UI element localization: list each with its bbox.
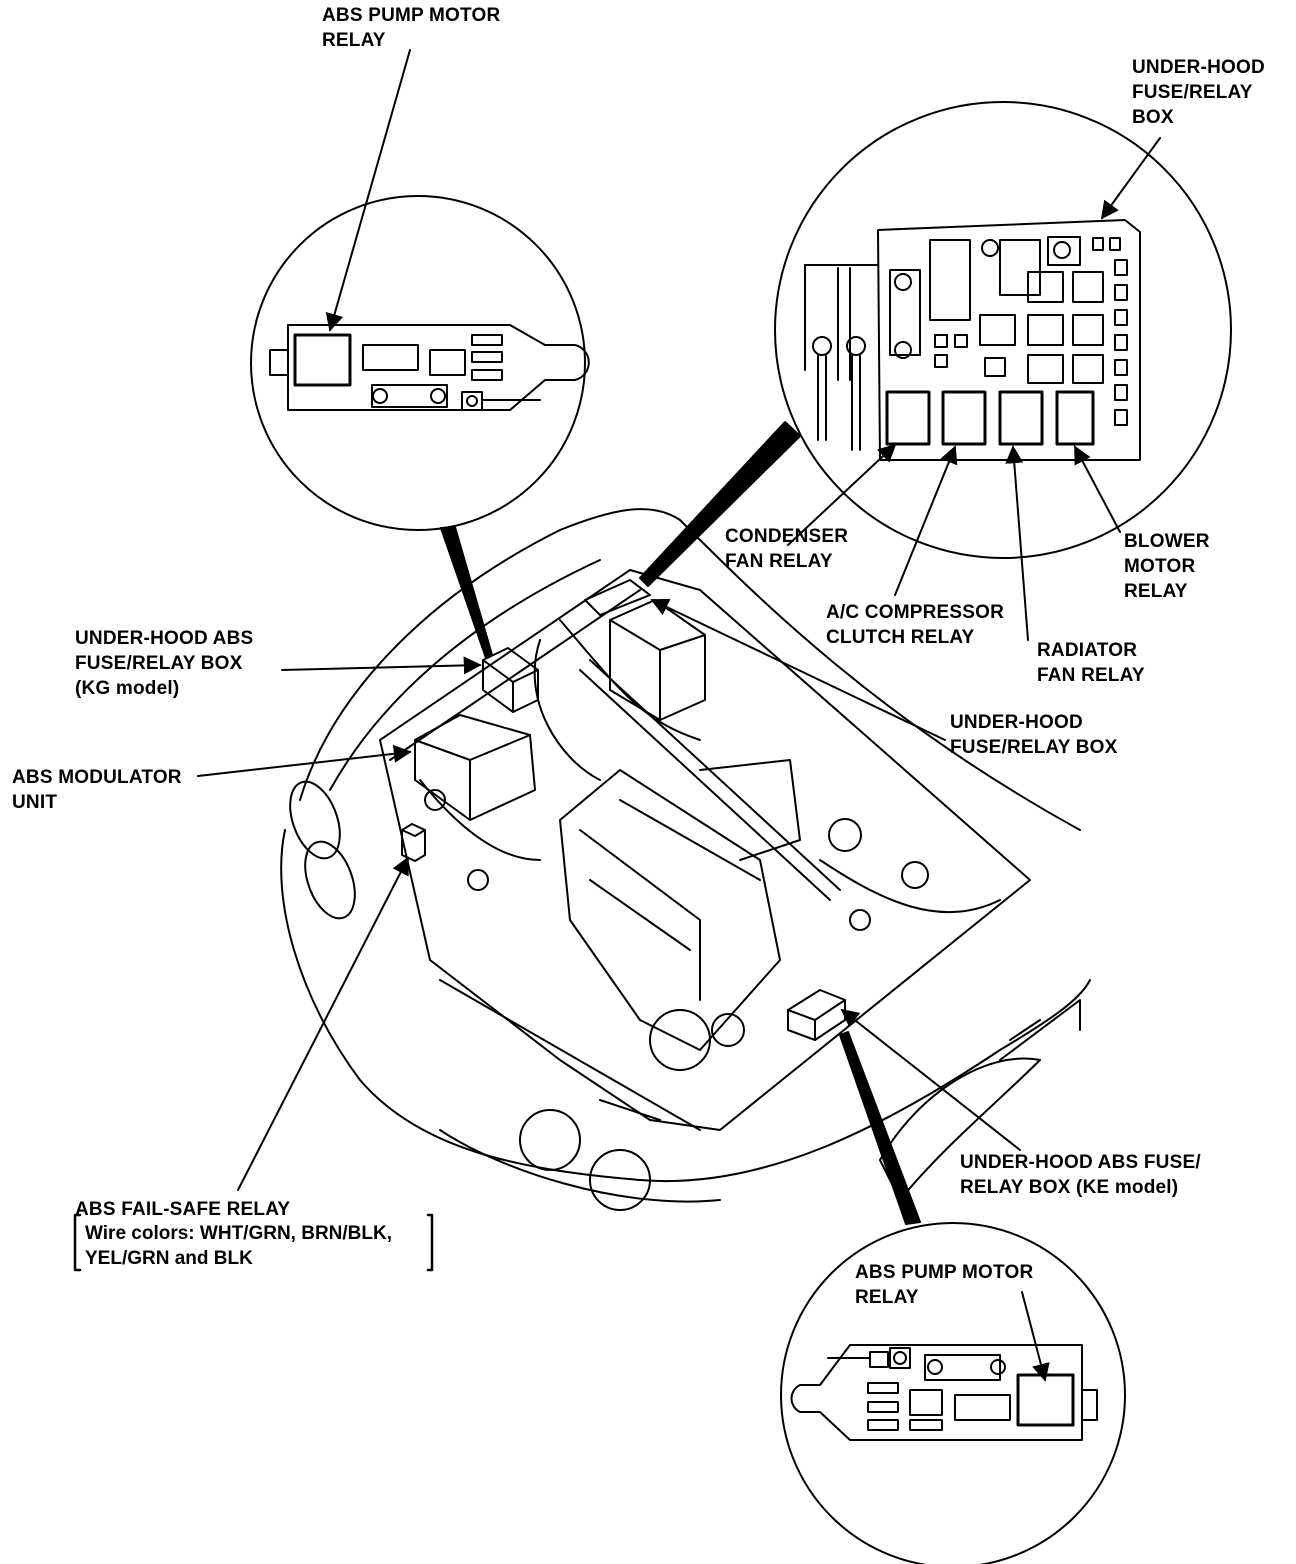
arrow-blower-motor-relay bbox=[1074, 445, 1121, 533]
inset-under-hood-fuse-relay-box bbox=[774, 101, 1232, 559]
abs-modulator-unit-shape bbox=[414, 714, 536, 821]
arrow-abs-fuse-relay-box-ke bbox=[840, 1008, 1021, 1151]
label-wire-colors: Wire colors: WHT/GRN, BRN/BLK, YEL/GRN a… bbox=[85, 1223, 392, 1269]
arrow-abs-fail-safe-relay bbox=[237, 856, 409, 1191]
abs-fail-safe-relay-shape bbox=[401, 823, 426, 862]
arrow-abs-pump-motor-relay-bottom bbox=[1021, 1291, 1050, 1382]
inset-connectors bbox=[440, 421, 921, 1225]
label-under-hood-fuse-relay-box-main: UNDER-HOOD FUSE/RELAY BOX bbox=[950, 712, 1118, 758]
label-radiator-fan-relay: RADIATOR FAN RELAY bbox=[1037, 640, 1145, 686]
label-condenser-fan-relay: CONDENSER FAN RELAY bbox=[725, 526, 849, 572]
engine-block bbox=[419, 619, 1001, 1071]
label-abs-modulator-unit: ABS MODULATOR UNIT bbox=[12, 767, 182, 813]
inset-abs-pump-motor-relay-top bbox=[250, 195, 590, 531]
leader-lines bbox=[197, 49, 1161, 1382]
wire-note-bracket bbox=[73, 1213, 434, 1272]
arrow-under-hood-fuse-relay-box-main bbox=[650, 598, 946, 741]
label-abs-pump-motor-relay-top: ABS PUMP MOTOR RELAY bbox=[322, 5, 501, 51]
label-abs-pump-motor-relay-bottom: ABS PUMP MOTOR RELAY bbox=[855, 1262, 1034, 1308]
arrow-radiator-fan-relay bbox=[1005, 445, 1029, 641]
abs-fuse-relay-box-kg-shape bbox=[482, 647, 539, 713]
arrow-ac-compressor-clutch-relay bbox=[894, 445, 958, 596]
arrow-condenser-fan-relay bbox=[787, 443, 897, 546]
arrow-abs-fuse-relay-box-kg bbox=[281, 656, 482, 675]
label-ac-compressor-clutch-relay: A/C COMPRESSOR CLUTCH RELAY bbox=[826, 602, 1005, 648]
arrow-abs-modulator-unit bbox=[197, 744, 412, 777]
arrow-under-hood-fuse-relay-box-inset bbox=[1100, 137, 1161, 220]
label-under-hood-abs-fuse-relay-box-kg: UNDER-HOOD ABS FUSE/RELAY BOX (KG model) bbox=[75, 628, 254, 699]
label-blower-motor-relay: BLOWER MOTOR RELAY bbox=[1124, 531, 1210, 602]
label-under-hood-abs-fuse-relay-box-ke: UNDER-HOOD ABS FUSE/ RELAY BOX (KE model… bbox=[960, 1152, 1201, 1198]
abs-fuse-relay-box-ke-shape bbox=[787, 989, 846, 1041]
arrow-abs-pump-motor-relay-top bbox=[325, 49, 411, 332]
under-hood-fuse-relay-box-shape bbox=[584, 579, 706, 721]
label-under-hood-fuse-relay-box-inset: UNDER-HOOD FUSE/RELAY BOX bbox=[1132, 57, 1265, 128]
label-abs-fail-safe-relay: ABS FAIL-SAFE RELAY bbox=[75, 1199, 291, 1220]
